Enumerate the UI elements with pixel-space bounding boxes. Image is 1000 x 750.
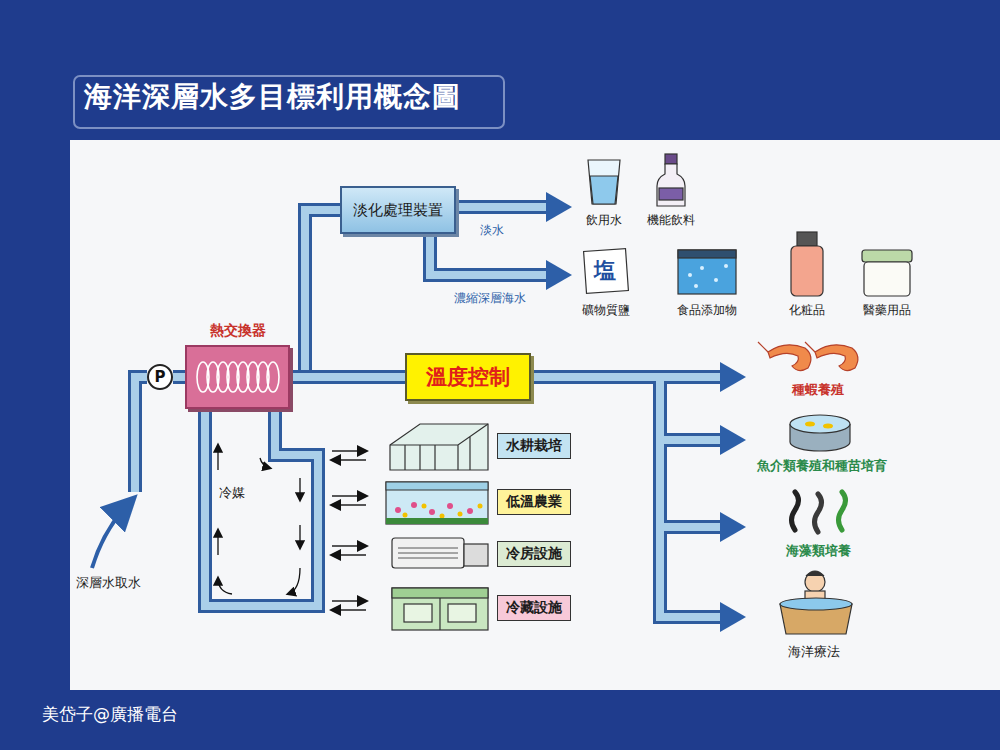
glass-icon	[588, 160, 620, 204]
text-label: 海藻類培養	[786, 542, 851, 560]
box-text: P	[155, 368, 166, 386]
shrimp-icon	[758, 342, 858, 371]
flower-tank-icon	[386, 482, 488, 524]
jar-icon	[862, 250, 912, 296]
coolant-arrows	[218, 445, 300, 594]
text-label: 濃縮深層海水	[454, 290, 526, 307]
seaweed-icon	[792, 492, 846, 532]
pipes	[135, 207, 722, 617]
control-box: 溫度控制	[405, 353, 531, 401]
exchange-arrows	[332, 451, 366, 610]
pump-circle: P	[147, 364, 173, 390]
pipe-connector	[290, 210, 340, 377]
use-box: 冷房設施	[497, 541, 571, 567]
box-text: 冷房設施	[506, 545, 562, 563]
text-label: 塩	[594, 256, 616, 286]
pipe-connector	[173, 377, 185, 378]
text-label: 醫藥用品	[863, 302, 911, 319]
text-label: 種蝦養殖	[792, 381, 844, 399]
text-label: 飲用水	[586, 212, 622, 229]
salt-icon	[584, 249, 629, 294]
box-text: 淡化處理裝置	[353, 201, 443, 220]
text-label: 魚介類養殖和種苗培育	[757, 457, 887, 475]
bath-icon	[780, 571, 852, 634]
text-label: 海洋療法	[788, 643, 840, 661]
coil-drawing	[187, 347, 288, 407]
refrigerator-icon	[392, 588, 488, 630]
board	[70, 140, 1000, 690]
text-label: 冷媒	[219, 484, 245, 502]
watermark: 美岱子@廣播電台	[42, 703, 178, 726]
heat-exchanger: 熱交換器	[185, 345, 290, 409]
title-frame	[74, 76, 504, 128]
text-label: 化粧品	[789, 302, 825, 319]
greenhouse-icon	[390, 424, 488, 470]
text-label: 礦物質鹽	[582, 302, 630, 319]
bottle-icon	[657, 154, 685, 206]
box-heading: 熱交換器	[210, 322, 266, 340]
tank-icon	[678, 250, 736, 294]
text-label: 食品添加物	[677, 302, 737, 319]
intake-arrow	[92, 500, 132, 568]
air-conditioner-icon	[392, 538, 488, 568]
use-box: 低溫農業	[497, 489, 571, 515]
box-text: 溫度控制	[426, 363, 510, 391]
lotion-icon	[791, 232, 823, 296]
pipe-heads	[546, 192, 746, 632]
box-text: 水耕栽培	[506, 437, 562, 455]
pipe-connector	[290, 377, 405, 378]
fish-tank-icon	[790, 415, 850, 451]
text-label: 機能飲料	[647, 212, 695, 229]
use-box: 冷藏設施	[497, 595, 571, 621]
use-box: 水耕栽培	[497, 433, 571, 459]
box-text: 低溫農業	[506, 493, 562, 511]
title: 海洋深層水多目標利用概念圖	[84, 78, 461, 116]
process-box: 淡化處理裝置	[340, 186, 456, 234]
text-label: 淡水	[480, 222, 504, 239]
text-label: 深層水取水	[76, 574, 141, 592]
box-text: 冷藏設施	[506, 599, 562, 617]
